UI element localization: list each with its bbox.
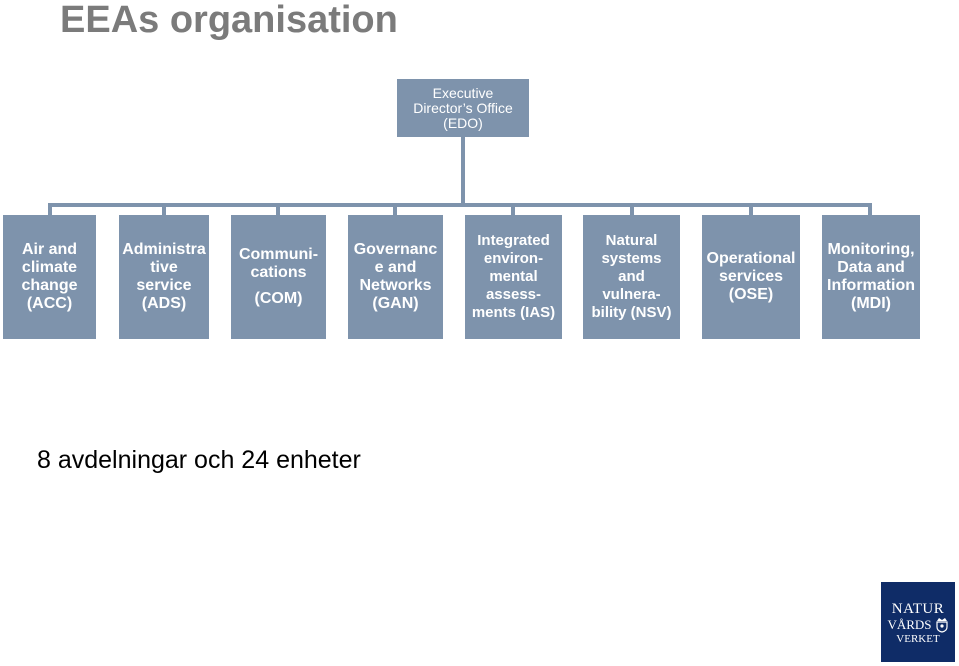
- dept-box-acc: Air and climate change (ACC): [3, 215, 96, 339]
- dept-line: Networks: [359, 277, 432, 294]
- dept-line: (MDI): [851, 295, 891, 312]
- dept-line: environ-: [483, 250, 544, 267]
- dept-box-mdi: Monitoring, Data and Information (MDI): [822, 215, 920, 339]
- dept-line: (GAN): [372, 295, 419, 312]
- connector-drop: [868, 203, 872, 215]
- dept-line: Communi-: [238, 246, 319, 263]
- dept-line: mental: [489, 268, 538, 285]
- page-title: EEAs organisation: [60, 0, 398, 41]
- edo-line: (EDO): [443, 114, 483, 131]
- dept-line: e and: [374, 259, 417, 276]
- connector-drop: [276, 203, 280, 215]
- dept-line: Integrated: [477, 232, 550, 249]
- dept-line: services: [718, 268, 784, 285]
- dept-line: Governanc: [353, 241, 438, 258]
- dept-line: Administra: [122, 241, 206, 258]
- dept-line: change: [21, 277, 78, 294]
- connector-vertical-main: [461, 137, 465, 203]
- dept-line: systems: [601, 250, 662, 267]
- logo-line-1: NATUR: [891, 600, 945, 617]
- edo-box: Executive Director’s Office (EDO): [397, 79, 529, 137]
- dept-line: Natural: [605, 232, 658, 249]
- dept-line: Air and: [21, 241, 78, 258]
- logo-line-3: VERKET: [896, 632, 940, 645]
- connector-drop: [393, 203, 397, 215]
- dept-line: bility (NSV): [591, 304, 672, 321]
- dept-line: Monitoring,: [827, 241, 915, 258]
- dept-line: and: [618, 268, 645, 285]
- dept-line: Information: [827, 277, 915, 294]
- dept-box-com: Communi- cations (COM): [231, 215, 326, 339]
- dept-box-ads: Administra tive service (ADS): [119, 215, 209, 339]
- dept-line: ments (IAS): [471, 304, 556, 321]
- dept-line: vulnera-: [602, 286, 661, 303]
- logo-line-2: VÅRDS: [887, 616, 932, 632]
- dept-line: (OSE): [728, 286, 774, 303]
- dept-box-nsv: Natural systems and vulnera- bility (NSV…: [583, 215, 680, 339]
- dept-box-ose: Operational services (OSE): [702, 215, 800, 339]
- dept-line: climate: [21, 259, 78, 276]
- connector-drop: [162, 203, 166, 215]
- dept-line: (ACC): [26, 295, 73, 312]
- dept-line: Data and: [837, 259, 905, 276]
- footer-text: 8 avdelningar och 24 enheter: [37, 446, 361, 474]
- dept-line: cations: [250, 264, 307, 281]
- connector-drop: [749, 203, 753, 215]
- connector-drop: [48, 203, 52, 215]
- connector-horizontal: [48, 203, 872, 207]
- dept-line: (ADS): [141, 295, 187, 312]
- naturvardsverket-logo: NATUR VÅRDS VERKET: [881, 582, 955, 662]
- dept-line: (COM): [254, 290, 303, 307]
- dept-line: tive: [150, 259, 178, 276]
- dept-box-gan: Governanc e and Networks (GAN): [348, 215, 443, 339]
- dept-line: Operational: [706, 250, 796, 267]
- crown-emblem-icon: [935, 617, 948, 633]
- edo-line: Director’s Office: [413, 99, 513, 116]
- dept-line: assess-: [485, 286, 542, 303]
- edo-line: Executive: [432, 84, 494, 101]
- dept-box-ias: Integrated environ- mental assess- ments…: [465, 215, 562, 339]
- connector-drop: [511, 203, 515, 215]
- connector-drop: [630, 203, 634, 215]
- dept-line: service: [136, 277, 192, 294]
